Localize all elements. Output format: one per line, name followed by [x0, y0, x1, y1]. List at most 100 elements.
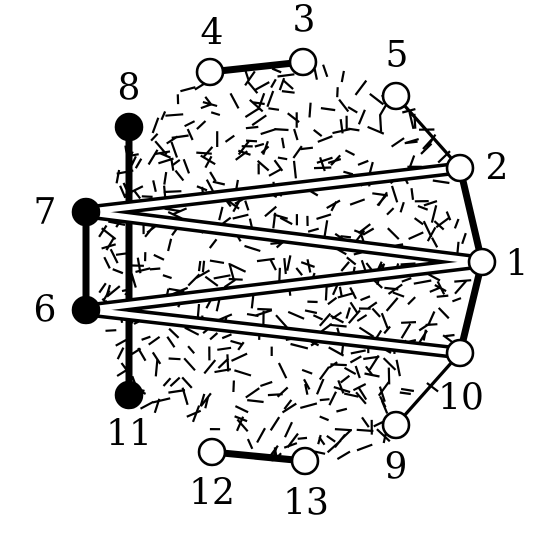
- hatch-stroke: [251, 114, 267, 127]
- hatch-stroke: [408, 231, 424, 241]
- hatch-stroke: [430, 205, 438, 223]
- hatch-stroke: [404, 140, 418, 145]
- hatch-stroke: [297, 436, 308, 440]
- hatch-stroke: [286, 432, 299, 449]
- hatch-stroke: [372, 192, 389, 197]
- hatch-stroke: [286, 255, 292, 271]
- hatch-stroke: [137, 347, 147, 362]
- hatch-stroke: [427, 311, 436, 325]
- hatch-stroke: [103, 256, 111, 269]
- hatch-stroke: [230, 339, 244, 346]
- hatch-stroke: [340, 235, 352, 239]
- hatch-stroke: [274, 128, 289, 132]
- edge-12-13: [208, 448, 309, 465]
- hatch-stroke: [445, 333, 455, 338]
- hatch-stroke: [348, 127, 360, 132]
- hatch-stroke: [197, 260, 202, 272]
- hatch-stroke: [112, 268, 124, 275]
- edge-4-3: [206, 58, 307, 76]
- hatch-stroke: [452, 297, 462, 303]
- hatch-stroke: [319, 415, 330, 422]
- hatch-stroke: [208, 238, 218, 249]
- hatch-stroke: [152, 397, 171, 404]
- hatch-stroke: [105, 284, 112, 296]
- node-2: [445, 153, 475, 183]
- hatch-stroke: [256, 427, 266, 444]
- hatch-stroke: [105, 237, 115, 251]
- hatch-stroke: [260, 145, 270, 154]
- hatch-stroke: [358, 326, 375, 338]
- hatch-stroke: [284, 421, 293, 438]
- hatch-stroke: [367, 301, 378, 310]
- hatch-stroke: [245, 125, 259, 130]
- hatch-stroke: [275, 314, 289, 330]
- node-12: [197, 437, 227, 467]
- node-label-6: 6: [34, 290, 57, 331]
- edge-1-10: [456, 258, 486, 357]
- hatch-stroke: [368, 161, 374, 175]
- hatch-stroke: [349, 301, 359, 314]
- hatch-stroke: [277, 73, 295, 78]
- hatch-stroke: [273, 213, 289, 220]
- hatch-stroke: [148, 336, 161, 346]
- hatch-stroke: [116, 347, 125, 360]
- hatch-stroke: [380, 312, 389, 329]
- hatch-stroke: [256, 159, 270, 172]
- hatch-stroke: [340, 261, 350, 272]
- hatch-stroke: [401, 321, 417, 324]
- node-label-2: 2: [486, 148, 509, 189]
- hatch-stroke: [163, 171, 168, 185]
- hatch-stroke: [282, 79, 294, 90]
- hatch-stroke: [354, 365, 361, 379]
- hatch-stroke: [268, 168, 282, 177]
- hatch-stroke: [454, 280, 467, 295]
- hatch-stroke: [399, 201, 405, 213]
- hatch-stroke: [98, 282, 107, 294]
- hatch-stroke: [410, 188, 415, 200]
- hatch-stroke: [303, 378, 311, 390]
- hatch-stroke: [204, 396, 210, 409]
- hatch-stroke: [209, 171, 217, 182]
- hatch-stroke: [437, 307, 450, 320]
- hatch-stroke: [205, 179, 215, 193]
- hatch-stroke: [160, 110, 167, 121]
- hatch-stroke: [313, 166, 332, 170]
- hatch-stroke: [169, 376, 181, 388]
- hatch-stroke: [338, 98, 350, 113]
- hatch-stroke: [343, 366, 357, 376]
- double-edge-6-10-inner: [83, 307, 463, 356]
- node-8: [114, 112, 144, 142]
- node-label-4: 4: [201, 13, 224, 54]
- hatch-stroke: [244, 244, 261, 253]
- hatch-stroke: [162, 274, 172, 280]
- hatch-stroke: [350, 349, 366, 355]
- hatch-stroke: [330, 314, 345, 324]
- hatch-stroke: [181, 376, 193, 389]
- hatch-stroke: [425, 323, 438, 327]
- hatch-stroke: [330, 154, 341, 166]
- hatch-stroke: [196, 303, 201, 318]
- hatch-stroke: [392, 291, 405, 298]
- hatch-stroke: [141, 195, 153, 198]
- hatch-stroke: [360, 295, 371, 302]
- hatch-stroke: [196, 151, 212, 155]
- hatch-stroke: [260, 127, 277, 136]
- node-label-10: 10: [438, 378, 484, 419]
- hatch-stroke: [327, 296, 338, 306]
- node-label-13: 13: [283, 483, 329, 524]
- hatch-stroke: [356, 428, 374, 433]
- hatch-stroke: [322, 64, 329, 78]
- hatch-stroke: [308, 102, 312, 118]
- hatch-stroke: [235, 150, 248, 161]
- hatch-stroke: [228, 262, 235, 281]
- hatch-stroke: [236, 418, 249, 433]
- hatch-stroke: [183, 357, 196, 372]
- hatch-stroke: [234, 415, 248, 423]
- hatch-stroke: [257, 307, 272, 311]
- hatch-stroke: [345, 307, 351, 319]
- hatch-stroke: [229, 92, 240, 109]
- hatch-stroke: [167, 238, 173, 252]
- hatch-stroke: [141, 335, 151, 341]
- hatch-stroke: [319, 398, 330, 402]
- hatch-stroke: [318, 366, 330, 381]
